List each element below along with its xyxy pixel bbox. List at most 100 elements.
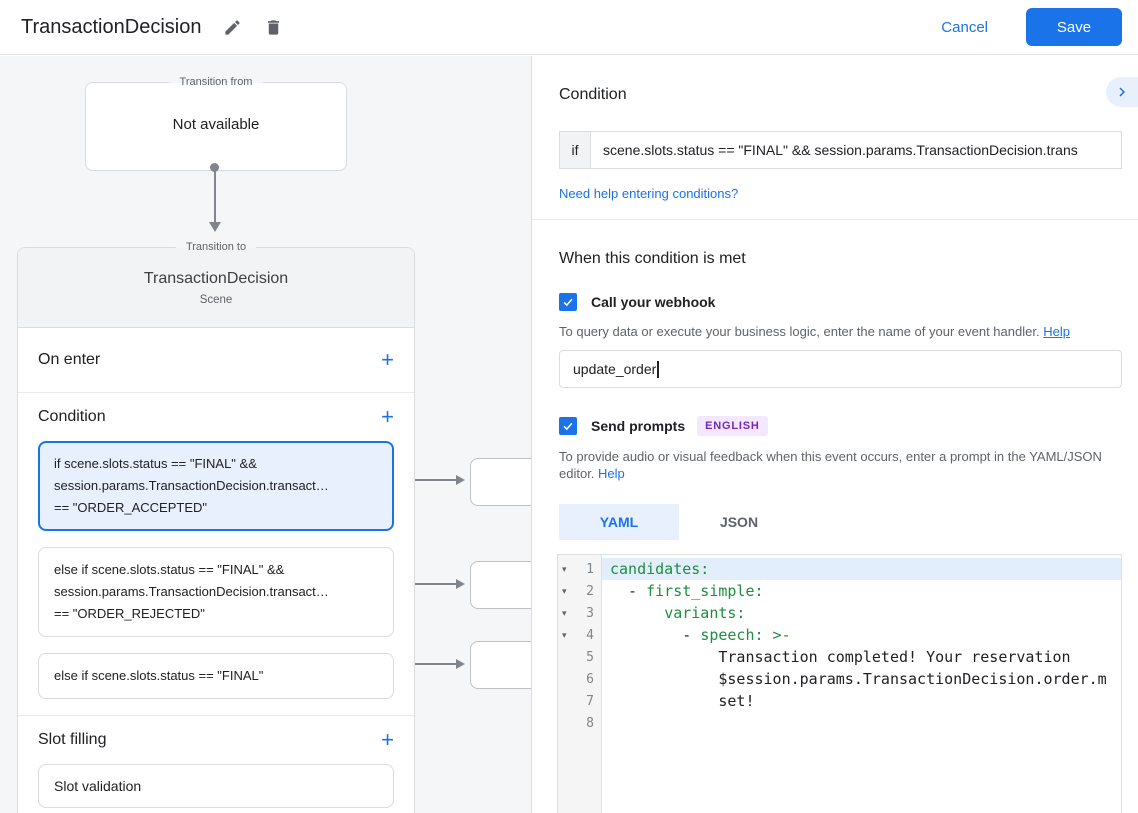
webhook-description: To query data or execute your business l… (559, 323, 1121, 340)
panel-title-row: Condition (559, 77, 1138, 110)
fold-icon[interactable]: ▾ (562, 563, 567, 574)
scene-type: Scene (199, 294, 233, 306)
editor-gutter: ▾ 1 ▾ 2 ▾ 3 ▾ 4 5 (558, 555, 602, 813)
scene-name: TransactionDecision (143, 270, 289, 287)
yaml-editor: ▾ 1 ▾ 2 ▾ 3 ▾ 4 5 (557, 554, 1122, 813)
transition-to-label: Transition to (175, 240, 257, 255)
collapse-panel-button[interactable] (1106, 77, 1138, 107)
line-number: 3 (586, 605, 594, 621)
connector-arrow-right-icon (456, 475, 465, 485)
webhook-checkbox[interactable] (559, 293, 577, 311)
connector-arrow-down-icon (209, 222, 221, 232)
slot-filling-label: Slot filling (38, 731, 107, 748)
connector-dot (210, 163, 219, 172)
add-slot-button[interactable]: + (381, 727, 394, 752)
condition-item-final[interactable]: else if scene.slots.status == "FINAL" (38, 653, 394, 699)
add-condition-button[interactable]: + (381, 404, 394, 429)
connector-line (399, 583, 457, 585)
condition-detail-panel: Condition if scene.slots.status == "FINA… (531, 56, 1138, 813)
scene-card-header[interactable]: TransactionDecision Scene (18, 248, 414, 328)
fold-icon[interactable]: ▾ (562, 585, 567, 596)
condition-item-order-accepted[interactable]: if scene.slots.status == "FINAL" && sess… (38, 441, 394, 531)
scene-card: Transition to TransactionDecision Scene … (17, 240, 415, 813)
edit-icon[interactable] (223, 18, 242, 37)
condition-text-line: if scene.slots.status == "FINAL" && (54, 456, 257, 471)
tab-json[interactable]: JSON (719, 514, 759, 530)
line-number: 7 (586, 693, 594, 709)
delete-icon[interactable] (264, 18, 283, 37)
condition-text-line: == "ORDER_REJECTED" (54, 606, 205, 621)
yaml-key: variants: (664, 604, 746, 622)
yaml-key: first_simple: (646, 582, 764, 600)
language-badge: ENGLISH (697, 416, 768, 436)
line-number: 1 (586, 561, 594, 577)
transition-target-box[interactable] (470, 561, 531, 609)
cancel-button[interactable]: Cancel (941, 18, 988, 36)
gutter-row: ▾ 3 (558, 602, 601, 624)
flow-canvas: Transition from Not available Transition… (0, 56, 531, 813)
if-prefix: if (559, 131, 591, 169)
connector-line (214, 168, 216, 223)
yaml-plain: $session.params.TransactionDecision.orde… (610, 670, 1107, 688)
yaml-key: candidates: (610, 560, 710, 578)
line-number: 8 (586, 715, 594, 731)
condition-section: Condition + (18, 393, 414, 441)
condition-text-line: else if scene.slots.status == "FINAL" && (54, 562, 285, 577)
code-line: Transaction completed! Your reservation (602, 646, 1121, 668)
gutter-row: 6 (558, 668, 601, 690)
slot-validation-label: Slot validation (54, 778, 142, 794)
webhook-description-text: To query data or execute your business l… (559, 324, 1040, 339)
fold-icon[interactable]: ▾ (562, 607, 567, 618)
gutter-row: ▾ 1 (558, 558, 601, 580)
webhook-label: Call your webhook (591, 294, 716, 310)
save-button[interactable]: Save (1026, 8, 1122, 46)
slot-filling-section: Slot filling + (18, 716, 414, 764)
connector-arrow-right-icon (456, 659, 465, 669)
connector-arrow-right-icon (456, 579, 465, 589)
prompts-help-link[interactable]: Help (598, 466, 625, 481)
page-title: TransactionDecision (21, 15, 202, 38)
condition-help-link[interactable]: Need help entering conditions? (559, 186, 739, 201)
line-number: 2 (586, 583, 594, 599)
fold-icon[interactable]: ▾ (562, 629, 567, 640)
condition-text-line: == "ORDER_ACCEPTED" (54, 500, 207, 515)
check-icon (563, 422, 573, 431)
add-on-enter-button[interactable]: + (381, 347, 394, 372)
text-caret (657, 360, 659, 378)
condition-item-order-rejected[interactable]: else if scene.slots.status == "FINAL" &&… (38, 547, 394, 637)
line-number: 6 (586, 671, 594, 687)
yaml-plain: - (610, 626, 701, 644)
condition-expression-input[interactable]: scene.slots.status == "FINAL" && session… (591, 131, 1122, 169)
webhook-help-link[interactable]: Help (1043, 324, 1070, 339)
code-line: - first_simple: (602, 580, 1121, 602)
when-condition-met-title: When this condition is met (559, 250, 746, 267)
transition-from-content: Not available (172, 116, 260, 133)
condition-items: if scene.slots.status == "FINAL" && sess… (18, 441, 414, 699)
card-divider (18, 715, 414, 716)
prompts-description: To provide audio or visual feedback when… (559, 448, 1121, 482)
event-handler-input[interactable]: update_order (559, 350, 1122, 388)
webhook-toggle-row: Call your webhook (559, 293, 1122, 311)
check-icon (563, 298, 573, 307)
panel-divider (532, 219, 1138, 220)
prompts-label: Send prompts (591, 418, 686, 434)
line-number: 4 (586, 627, 594, 643)
on-enter-label: On enter (38, 351, 101, 368)
gutter-row: 7 (558, 690, 601, 712)
event-handler-value: update_order (573, 361, 657, 377)
editor-tabs: YAML JSON (559, 504, 1122, 540)
tab-yaml[interactable]: YAML (559, 504, 679, 540)
slot-validation-item[interactable]: Slot validation (38, 764, 394, 808)
transition-target-box[interactable] (470, 641, 531, 689)
yaml-key: speech: (700, 626, 764, 644)
line-number: 5 (586, 649, 594, 665)
transition-from-label: Transition from (169, 75, 263, 90)
yaml-plain: Transaction completed! Your reservation (610, 648, 1071, 666)
gutter-row: ▾ 2 (558, 580, 601, 602)
yaml-plain (610, 604, 664, 622)
transition-target-box[interactable] (470, 458, 531, 506)
prompts-checkbox[interactable] (559, 417, 577, 435)
header-bar: TransactionDecision Cancel Save (0, 0, 1138, 55)
editor-code-area[interactable]: candidates: - first_simple: variants: - … (602, 555, 1121, 813)
